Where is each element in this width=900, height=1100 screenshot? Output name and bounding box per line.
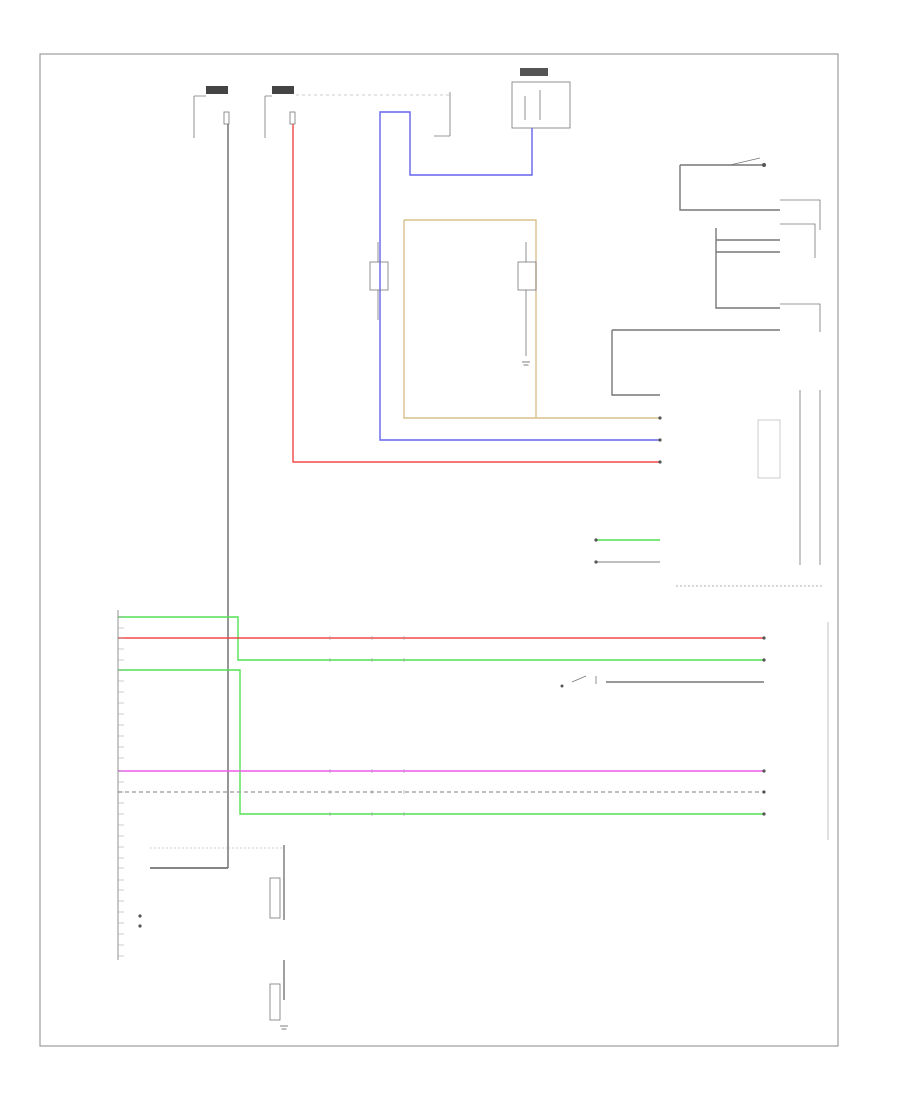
wire-blue-right	[379, 111, 533, 176]
relay-left	[369, 242, 389, 320]
relay-right	[517, 242, 537, 366]
connector-icon	[138, 924, 142, 928]
switch-top-right	[729, 157, 766, 167]
connector-icon	[658, 416, 662, 420]
fuse-block-right	[264, 86, 450, 138]
connector-icon	[762, 658, 766, 662]
wire-tan	[403, 219, 660, 419]
switch-lower-mid	[560, 675, 597, 688]
connector-icon	[594, 560, 598, 564]
wire-black-right-a	[611, 330, 660, 396]
connector-icon	[762, 790, 766, 794]
wire-black-lower	[150, 845, 285, 1000]
connector-right-bracket	[780, 199, 821, 332]
switch-icon	[762, 163, 766, 167]
wire-black-right-c	[679, 165, 780, 211]
connector-icon	[138, 914, 142, 918]
connector-icon	[594, 538, 598, 542]
connector-icon	[762, 812, 766, 816]
connector-icon	[658, 438, 662, 442]
ground-icon	[522, 361, 530, 366]
module-connector	[117, 610, 124, 960]
wire-black-right-d	[715, 228, 780, 309]
bus-marks	[329, 636, 405, 816]
fuse-icon	[289, 111, 296, 125]
connector-note-top	[434, 92, 451, 137]
wire-blue-left	[379, 150, 660, 441]
connector-dots	[138, 416, 766, 928]
wire-red	[292, 124, 660, 463]
harness-right	[757, 390, 821, 565]
relay-lower-a	[269, 877, 281, 919]
connector-icon	[658, 460, 662, 464]
connector-icon	[762, 769, 766, 773]
relay-lower-b	[269, 983, 288, 1030]
fuse-icon	[223, 111, 230, 125]
fuse-block-left	[193, 86, 230, 138]
ground-icon	[560, 684, 564, 688]
ground-icon	[280, 1025, 288, 1030]
wire-black-main	[150, 124, 229, 869]
diagram-frame	[39, 53, 839, 1047]
relay-module	[511, 68, 571, 129]
connector-icon	[762, 636, 766, 640]
wire-green-mid	[118, 669, 764, 815]
